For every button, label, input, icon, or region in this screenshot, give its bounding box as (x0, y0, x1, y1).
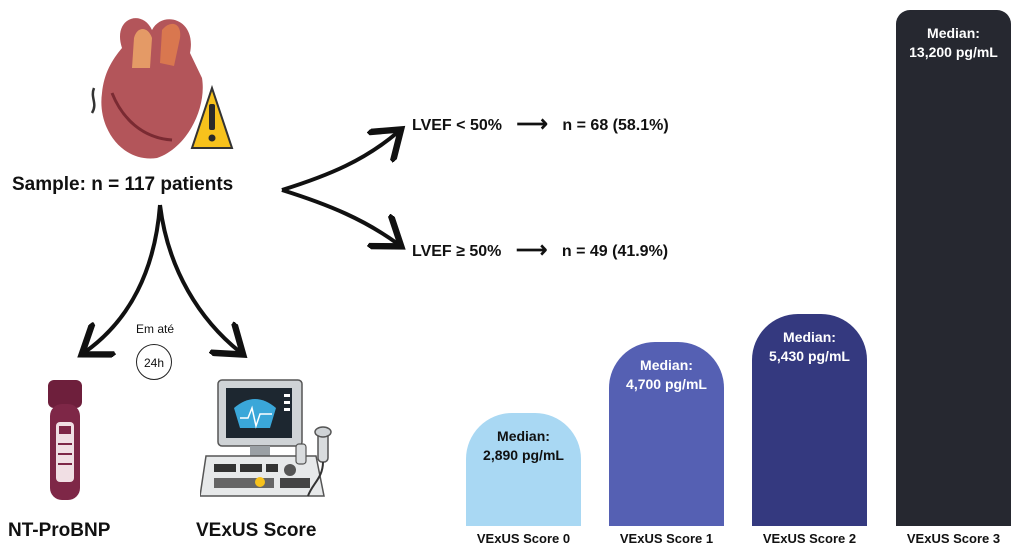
heart-warning-icon (90, 18, 234, 159)
bar-value-label: 5,430 pg/mL (769, 348, 850, 364)
branch-high-lvef: LVEF ≥ 50% ⟶ n = 49 (41.9%) (412, 236, 668, 262)
vexus-caption: VExUS Score (196, 520, 317, 541)
clock-icon: 24h (136, 344, 172, 380)
bar-label-prefix: Median: (640, 357, 693, 373)
bar-value-label: 4,700 pg/mL (626, 376, 707, 392)
sample-label: Sample: n = 117 patients (12, 174, 234, 195)
ultrasound-machine-icon (200, 379, 332, 497)
clock-label: 24h (143, 356, 165, 370)
bar-category-label: VExUS Score 3 (906, 531, 1001, 546)
bar-value-label: 13,200 pg/mL (909, 44, 998, 60)
bar-vexus-score-2: Median: 5,430 pg/mL (752, 314, 867, 526)
branch-low-lvef: LVEF < 50% ⟶ n = 68 (58.1%) (412, 110, 669, 136)
bar-category-label: VExUS Score 0 (476, 531, 571, 546)
arrow-to-vexus (158, 204, 240, 352)
right-arrow-icon: ⟶ (515, 237, 548, 262)
timing-label: Em até (136, 322, 175, 336)
branch-condition: LVEF ≥ 50% (412, 243, 502, 260)
bar-value-label: 2,890 pg/mL (483, 447, 564, 463)
bar-vexus-score-3: Median: 13,200 pg/mL (896, 10, 1011, 526)
branch-condition: LVEF < 50% (412, 117, 502, 134)
bar-label-prefix: Median: (497, 428, 550, 444)
arrow-to-high-lvef (281, 188, 398, 244)
bar-vexus-score-0: Median: 2,890 pg/mL (466, 413, 581, 526)
blood-tube-icon (48, 380, 82, 500)
branch-result: n = 49 (41.9%) (561, 243, 669, 260)
branch-result: n = 68 (58.1%) (562, 117, 669, 134)
bar-label-prefix: Median: (927, 25, 980, 41)
ntprobnp-caption: NT-ProBNP (8, 520, 111, 541)
bar-category-label: VExUS Score 1 (619, 531, 714, 546)
arrow-to-low-lvef (281, 132, 398, 192)
bar-vexus-score-1: Median: 4,700 pg/mL (609, 342, 724, 526)
right-arrow-icon: ⟶ (516, 111, 548, 136)
bar-category-label: VExUS Score 2 (762, 531, 857, 546)
bar-label-prefix: Median: (783, 329, 836, 345)
arrow-to-ntprobnp (85, 204, 162, 352)
